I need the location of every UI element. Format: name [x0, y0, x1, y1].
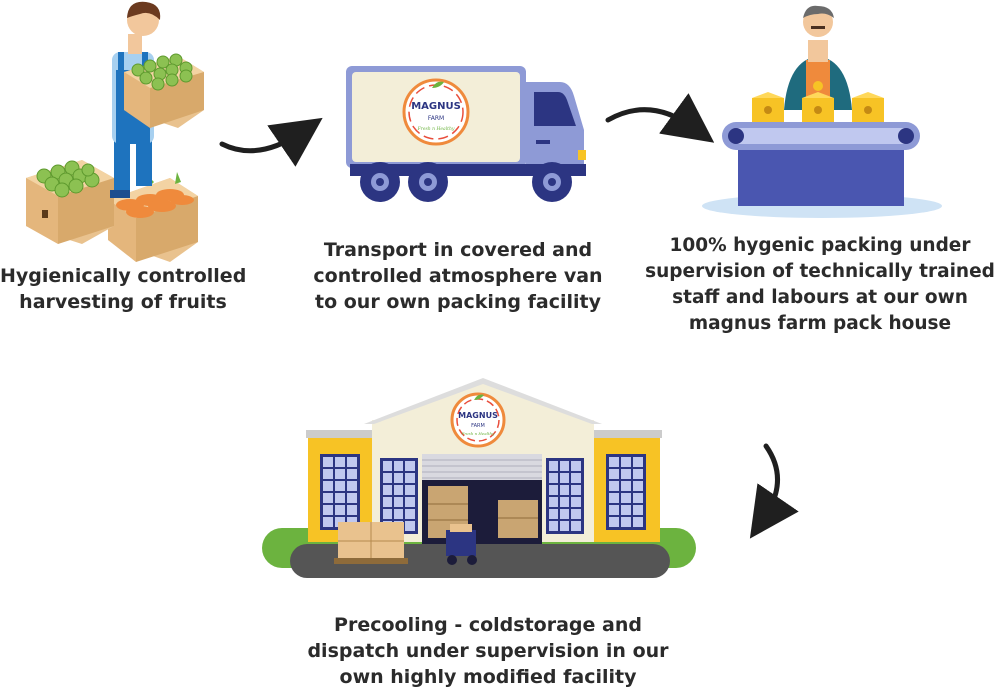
magnus-farm-logo: MAGNUS FARM Fresh n Healthy: [402, 78, 470, 146]
svg-text:FARM: FARM: [471, 423, 485, 429]
pallet-boxes: [334, 522, 408, 564]
step-2-line: Transport in covered and: [323, 239, 593, 261]
truck-wheel: [532, 162, 572, 202]
svg-text:Fresh n Healthy: Fresh n Healthy: [417, 126, 455, 132]
step-1-line: harvesting of fruits: [19, 291, 227, 313]
step-3-line: 100% hygenic packing under: [669, 235, 971, 256]
truck-wheel: [360, 162, 400, 202]
farmer-illustration: [26, 1, 204, 262]
step-3-line: staff and labours at our own: [672, 287, 968, 308]
step-1-label: Hygienically controlled harvesting of fr…: [0, 263, 246, 315]
step-4-line: Precooling - coldstorage and: [334, 614, 642, 636]
truck-illustration: MAGNUS FARM Fresh n Healthy: [346, 66, 586, 202]
svg-text:FARM: FARM: [428, 115, 444, 122]
fruit-crate-held: [124, 53, 204, 128]
package-box: [802, 92, 834, 122]
step-2-line: to our own packing facility: [315, 291, 601, 313]
curved-arrow-icon: [219, 117, 323, 167]
curved-arrow-icon: [605, 93, 715, 143]
fruit-crate-left: [26, 160, 114, 244]
package-box: [852, 92, 884, 122]
step-1-line: Hygienically controlled: [0, 265, 247, 287]
step-2-label: Transport in covered and controlled atmo…: [300, 237, 616, 315]
step-3-line: magnus farm pack house: [688, 313, 952, 334]
svg-text:MAGNUS: MAGNUS: [458, 411, 498, 420]
warehouse-illustration: MAGNUS FARM Fresh n Healthy: [262, 378, 696, 578]
packing-worker-illustration: [702, 5, 942, 218]
step-3-line: supervision of technically trained: [645, 261, 995, 282]
warehouse-window: [546, 458, 584, 534]
step-4-label: Precooling - coldstorage and dispatch un…: [270, 612, 706, 690]
forklift: [446, 524, 477, 565]
step-3-label: 100% hygenic packing under supervision o…: [640, 233, 1000, 337]
packing-worker-figure: [784, 5, 852, 110]
step-4-line: own highly modified facility: [339, 666, 637, 688]
step-4-line: dispatch under supervision in our: [307, 640, 669, 662]
svg-text:Fresh n Healthy: Fresh n Healthy: [461, 431, 496, 436]
step-2-line: controlled atmosphere van: [313, 265, 603, 287]
warehouse-door: [422, 454, 542, 544]
magnus-farm-logo: MAGNUS FARM Fresh n Healthy: [450, 392, 506, 448]
truck-wheel: [408, 162, 448, 202]
carrot-crate: [108, 172, 198, 262]
package-box: [752, 92, 784, 122]
svg-text:MAGNUS: MAGNUS: [411, 101, 461, 112]
curved-arrow-icon: [749, 443, 799, 539]
warehouse-window: [320, 454, 360, 530]
warehouse-window: [606, 454, 646, 530]
